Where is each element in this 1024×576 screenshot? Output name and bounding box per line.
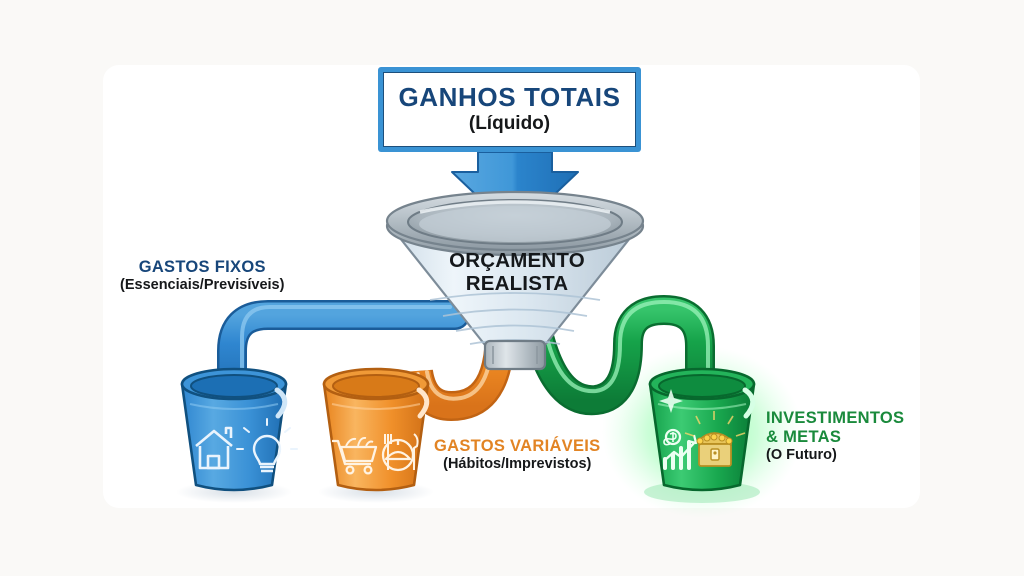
label-investimentos-title2: & METAS [766, 427, 842, 446]
lightbulb-icon [236, 418, 298, 473]
label-gastos-fixos: GASTOS FIXOS (Essenciais/Previsíveis) [120, 258, 284, 294]
label-gastos-variaveis-title: GASTOS VARIÁVEIS [434, 437, 601, 455]
total-income-box-inner: GANHOS TOTAIS (Líquido) [383, 72, 636, 147]
bucket-variaveis [318, 367, 434, 503]
label-gastos-variaveis-subtitle: (Hábitos/Imprevistos) [443, 455, 592, 472]
bucket-investimentos [644, 367, 760, 503]
house-icon [195, 426, 233, 470]
label-investimentos: INVESTIMENTOS & METAS (O Futuro) [766, 409, 904, 464]
growth-chart-dollar-icon [663, 428, 698, 470]
pipe-investimentos [523, 294, 715, 416]
label-gastos-variaveis: GASTOS VARIÁVEIS (Hábitos/Imprevistos) [434, 437, 600, 473]
total-income-title: GANHOS TOTAIS [398, 81, 621, 112]
funnel-label: ORÇAMENTO REALISTA [432, 249, 602, 296]
total-income-box: GANHOS TOTAIS (Líquido) [378, 67, 641, 152]
bucket-fixos [176, 367, 298, 503]
label-gastos-fixos-subtitle: (Essenciais/Previsíveis) [120, 276, 285, 293]
shopping-cart-icon [332, 436, 378, 475]
total-income-subtitle: (Líquido) [468, 113, 551, 135]
funnel [385, 190, 645, 371]
label-gastos-fixos-title: GASTOS FIXOS [138, 258, 266, 276]
funnel-label-line1: ORÇAMENTO [449, 249, 585, 272]
label-investimentos-title: INVESTIMENTOS [766, 409, 905, 427]
label-investimentos-subtitle: (O Futuro) [766, 446, 837, 463]
treasure-chest-icon [684, 411, 746, 467]
dinner-plate-icon [381, 433, 419, 472]
funnel-label-line2: REALISTA [465, 271, 569, 295]
